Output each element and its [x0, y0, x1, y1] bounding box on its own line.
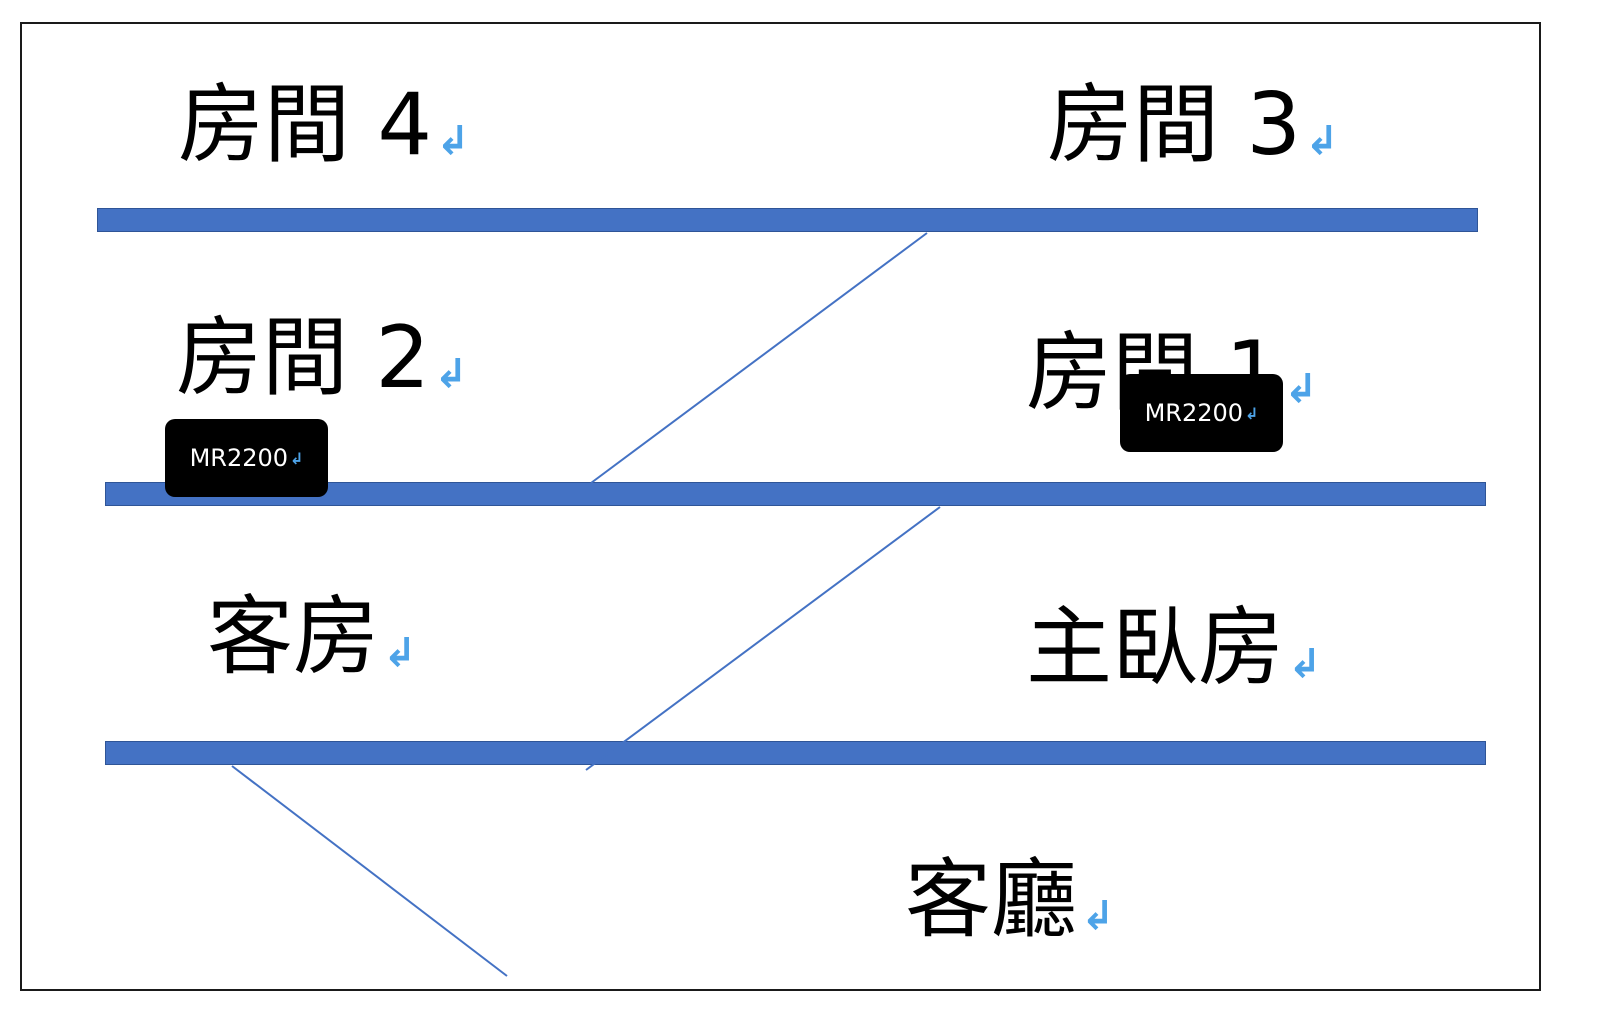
room2-text: 房間 2 [176, 308, 431, 408]
device-badge-left[interactable]: MR2200↲ [165, 419, 328, 497]
room-label-room2: 房間 2↲ [176, 315, 468, 401]
room-label-master-bedroom: 主臥房↲ [1026, 605, 1322, 691]
room-label-guest-room: 客房↲ [207, 594, 417, 680]
connector-line-middle [585, 506, 941, 771]
device-badge-right[interactable]: MR2200↲ [1120, 374, 1283, 452]
floorplan-frame [20, 22, 1541, 991]
device-label: MR2200 [189, 444, 289, 472]
master-bedroom-text: 主臥房 [1026, 598, 1284, 698]
room-label-room4: 房間 4↲ [178, 82, 470, 168]
paragraph-mark-icon: ↲ [1284, 366, 1318, 412]
paragraph-mark-icon: ↲ [290, 448, 304, 468]
room-label-living-room: 客廳↲ [905, 857, 1115, 943]
paragraph-mark-icon: ↲ [436, 118, 470, 164]
paragraph-mark-icon: ↲ [383, 630, 417, 676]
room4-text: 房間 4 [178, 75, 433, 175]
floor-divider-top [97, 208, 1478, 232]
device-label: MR2200 [1144, 399, 1244, 427]
living-room-text: 客廳 [905, 850, 1077, 950]
connector-line-lower [231, 765, 508, 977]
paragraph-mark-icon: ↲ [434, 351, 468, 397]
paragraph-mark-icon: ↲ [1305, 118, 1339, 164]
paragraph-mark-icon: ↲ [1081, 893, 1115, 939]
paragraph-mark-icon: ↲ [1245, 403, 1259, 423]
floor-divider-bottom [105, 741, 1486, 765]
floor-divider-middle [105, 482, 1486, 506]
room3-text: 房間 3 [1047, 75, 1302, 175]
paragraph-mark-icon: ↲ [1288, 641, 1322, 687]
guest-room-text: 客房 [207, 587, 379, 687]
connector-line-upper [590, 232, 928, 484]
room-label-room3: 房間 3↲ [1047, 82, 1339, 168]
